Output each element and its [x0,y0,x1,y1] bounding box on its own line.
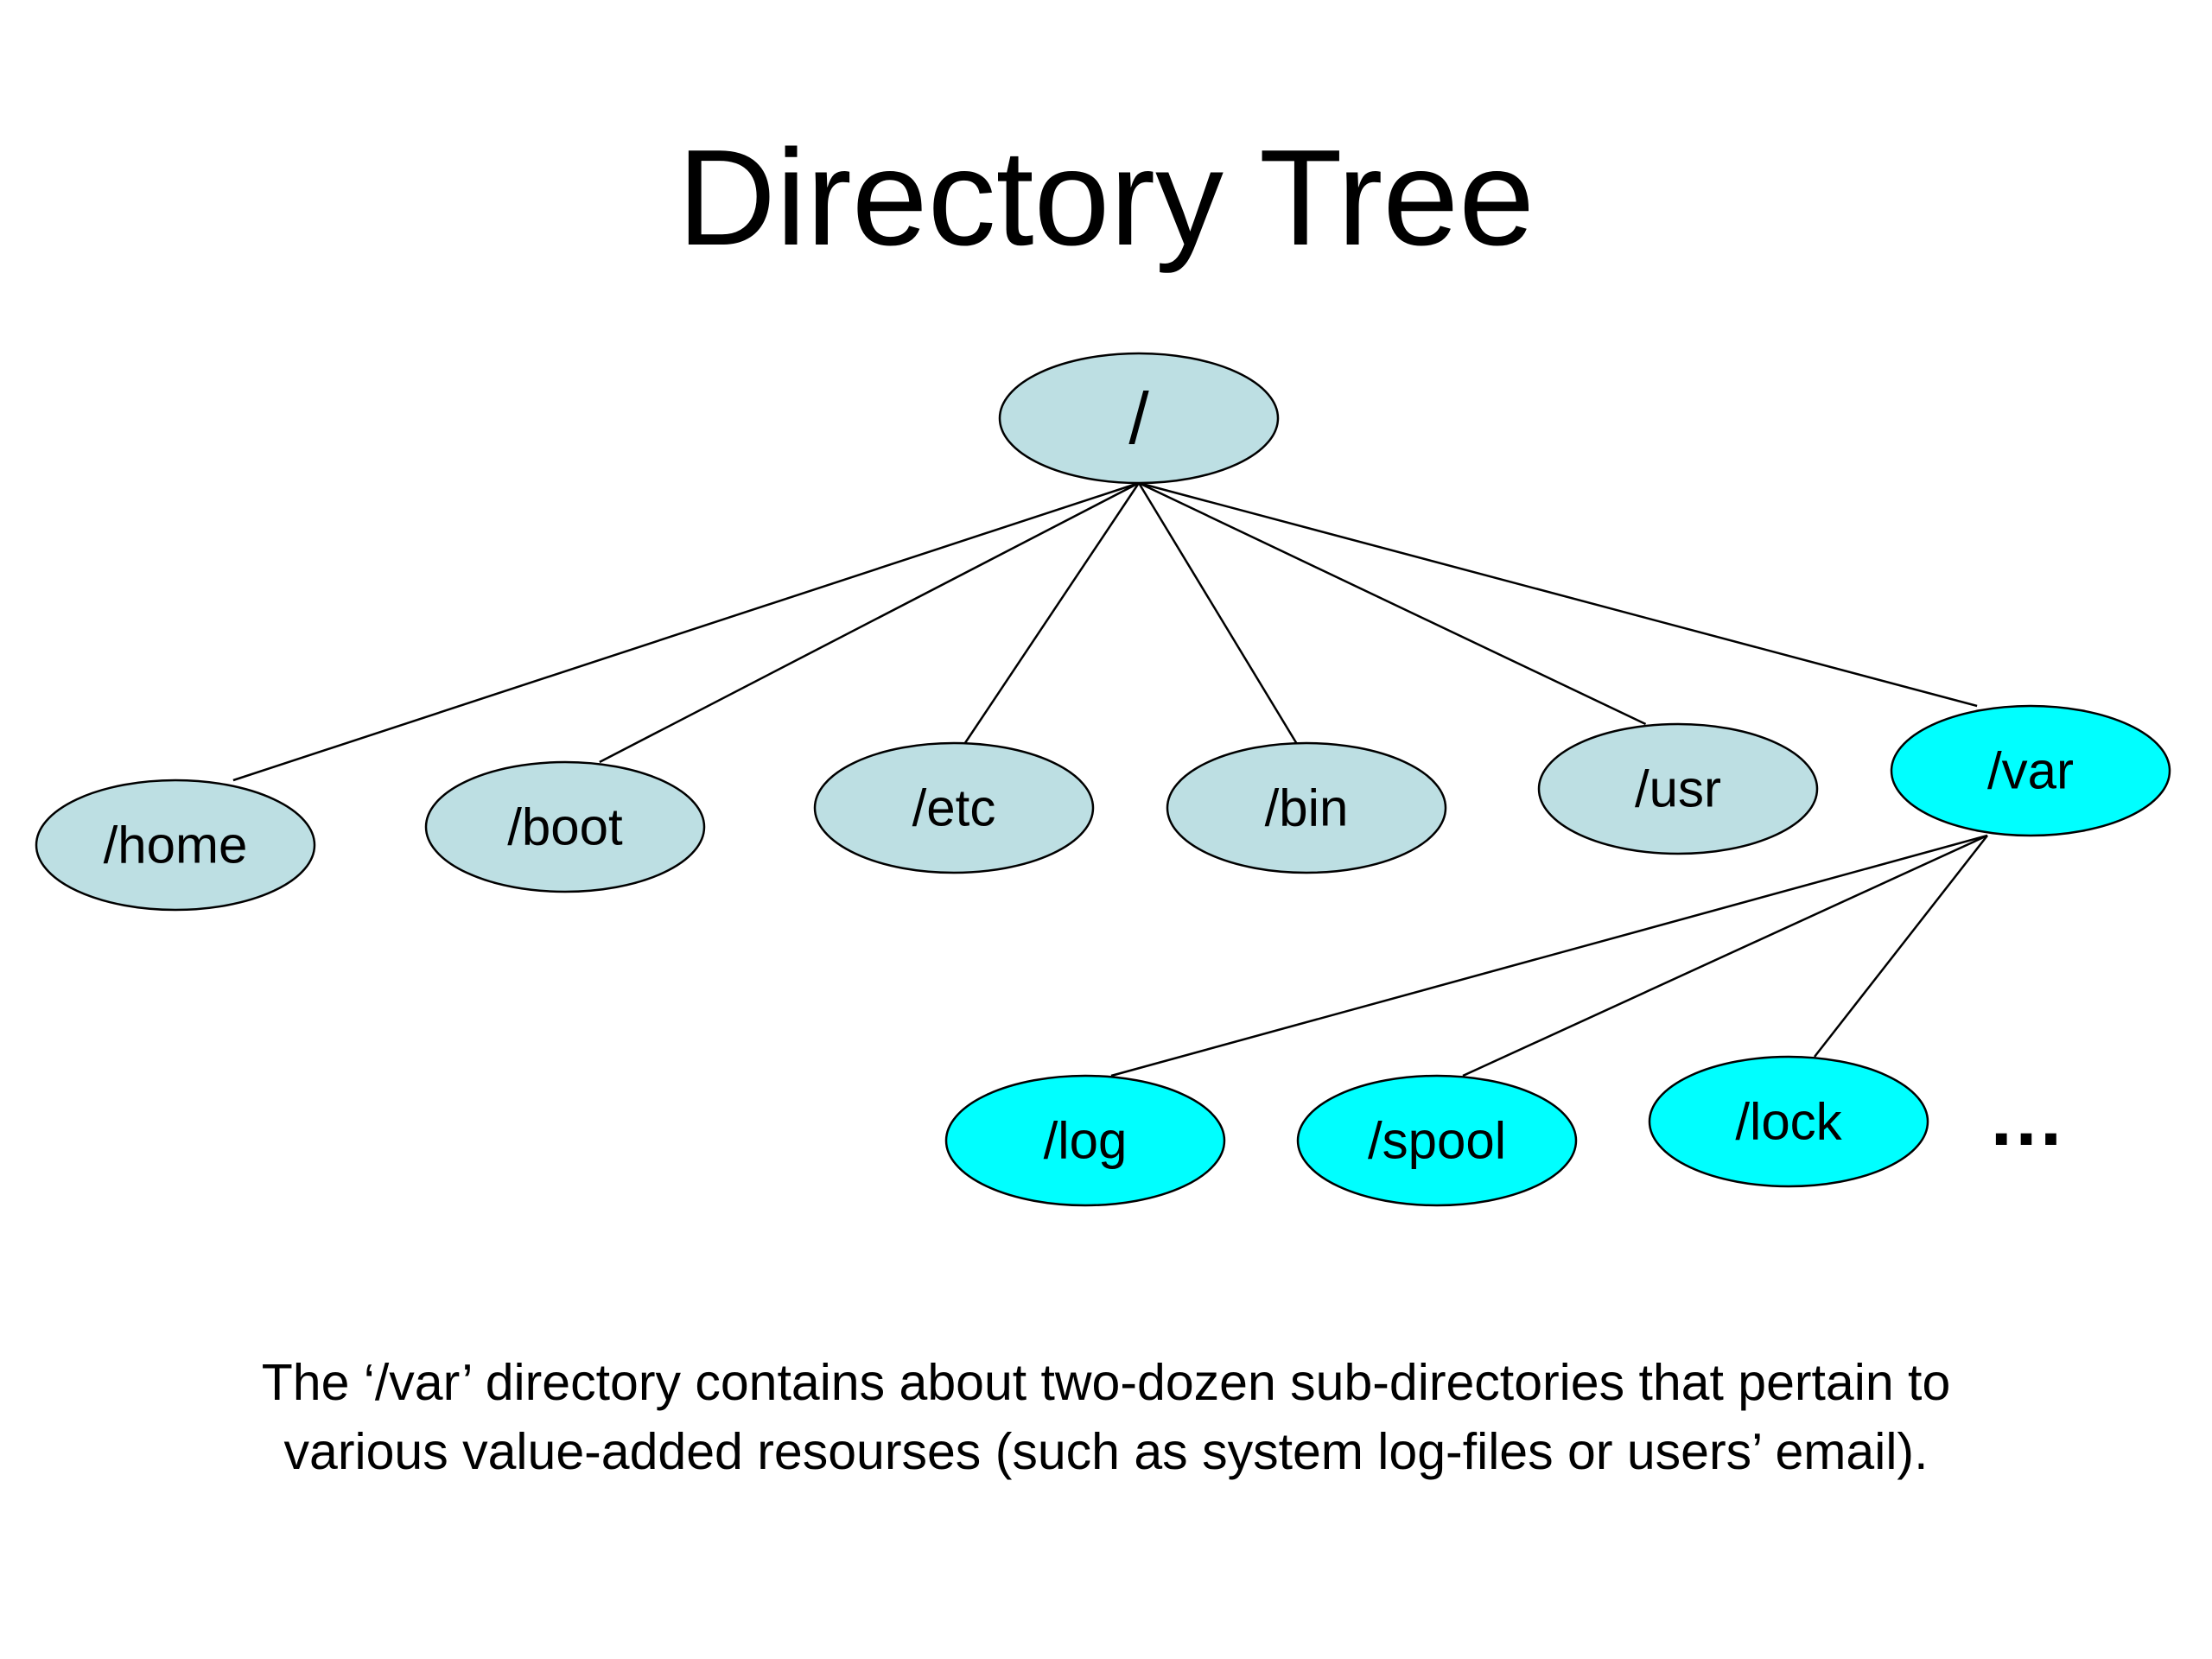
node-ellipse [1296,1074,1578,1207]
edge-root-to-var [1138,481,1978,708]
edge-root-to-bin [1137,482,1298,744]
node-label: / [1128,378,1149,459]
node-label: /bin [1265,779,1349,837]
caption-line-2: various value-added resourses (such as s… [283,1423,1929,1480]
node-label: /log [1044,1112,1128,1170]
node-root: / [998,352,1280,485]
node-ellipse [813,741,1095,874]
node-label: /spool [1368,1112,1506,1170]
more-indicator: … [1987,1076,2065,1162]
node-ellipse [1537,722,1819,855]
node-etc: /etc [813,741,1095,874]
edge-root-to-boot [599,481,1140,764]
edge-root-to-etc [963,482,1141,744]
node-label: /var [1987,742,2074,800]
node-ellipse [998,352,1280,485]
node-ellipse [35,779,316,912]
node-ellipse [424,760,706,893]
edge-root-to-home [232,481,1140,782]
node-label: /usr [1635,760,1721,818]
node-log: /log [944,1074,1226,1207]
node-lock: /lock [1648,1055,1929,1188]
edge-var-to-log [1110,834,1988,1077]
caption-line-1: The ‘/var’ directory contains about two-… [261,1354,1951,1411]
node-boot: /boot [424,760,706,893]
node-usr: /usr [1537,722,1819,855]
node-ellipse [1648,1055,1929,1188]
edge-var-to-spool [1462,834,1988,1077]
node-home: /home [35,779,316,912]
node-var: /var [1890,704,2171,837]
edge-var-to-lock [1814,835,1988,1058]
node-spool: /spool [1296,1074,1578,1207]
node-ellipse [1890,704,2171,837]
node-bin: /bin [1166,741,1447,874]
node-label: /lock [1735,1093,1842,1151]
slide-title: Directory Tree [677,122,1535,274]
node-ellipse [944,1074,1226,1207]
node-label: /boot [507,798,623,856]
caption: The ‘/var’ directory contains about two-… [0,1348,2212,1486]
edge-root-to-usr [1138,481,1647,726]
node-label: /home [104,817,248,874]
node-label: /etc [912,779,996,837]
node-ellipse [1166,741,1447,874]
